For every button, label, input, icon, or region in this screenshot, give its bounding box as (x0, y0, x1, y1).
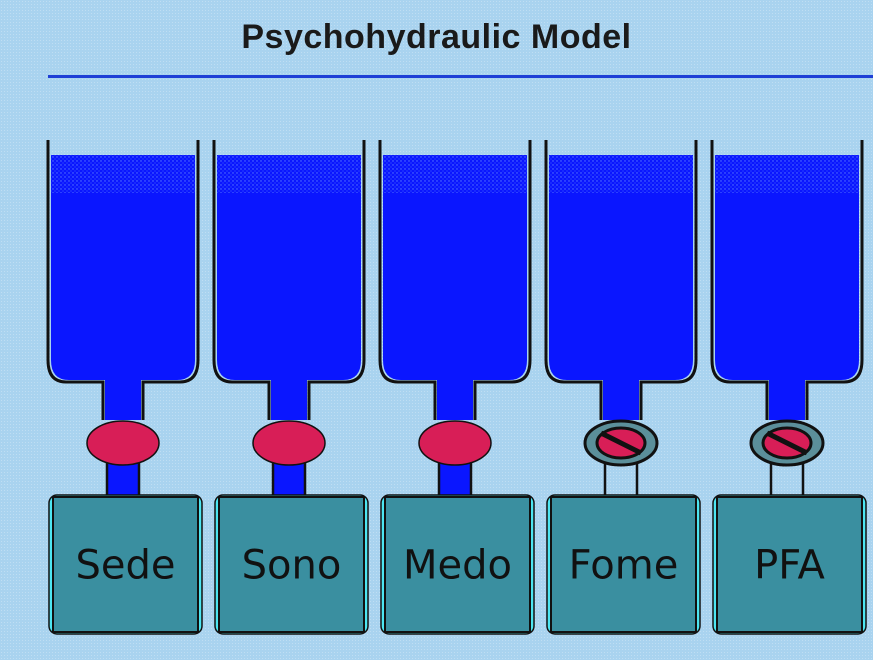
water-surface (51, 155, 195, 193)
box-face (716, 496, 863, 633)
tank-outline (212, 140, 366, 420)
valve-closed (583, 419, 659, 467)
water-surface (383, 155, 527, 193)
tank-outline (378, 140, 532, 420)
valve-open (86, 420, 160, 466)
tank-water (549, 155, 693, 420)
no-entry-slash (765, 430, 809, 456)
tank-water (383, 155, 527, 420)
label-box-fome: Fome (546, 494, 701, 635)
tank-label: Fome (569, 543, 679, 589)
diagram-title: Psychohydraulic Model (241, 18, 632, 56)
valve-closed (749, 419, 825, 467)
tank-label: Medo (403, 543, 512, 589)
tank-outline (544, 140, 698, 420)
tank-water (715, 155, 859, 420)
tank-outline (710, 140, 864, 420)
pipe-water (273, 460, 305, 497)
tank-label: Sono (242, 543, 342, 589)
label-box-medo: Medo (380, 494, 535, 635)
pipe-water (107, 460, 139, 497)
tank-sede: Sede (46, 140, 203, 635)
box-face (52, 496, 199, 633)
box-face (384, 496, 531, 633)
tank-outline (46, 140, 200, 420)
box-face (218, 496, 365, 633)
tank-label: Sede (76, 543, 176, 589)
tank-water (51, 155, 195, 420)
tank-medo: Medo (378, 140, 535, 635)
label-box-pfa: PFA (712, 494, 867, 635)
tank-label: PFA (754, 543, 825, 589)
label-box-sede: Sede (48, 494, 203, 635)
valve-open (252, 420, 326, 466)
tank-pfa: PFA (710, 140, 867, 635)
water-surface (549, 155, 693, 193)
tank-water (217, 155, 361, 420)
title-underline (48, 75, 873, 78)
pipe-water (439, 460, 471, 497)
water-surface (217, 155, 361, 193)
tank-fome: Fome (544, 140, 701, 635)
label-box-sono: Sono (214, 494, 369, 635)
no-entry-slash (599, 430, 643, 456)
water-surface (715, 155, 859, 193)
valve-open (418, 420, 492, 466)
box-face (550, 496, 697, 633)
tank-sono: Sono (212, 140, 369, 635)
